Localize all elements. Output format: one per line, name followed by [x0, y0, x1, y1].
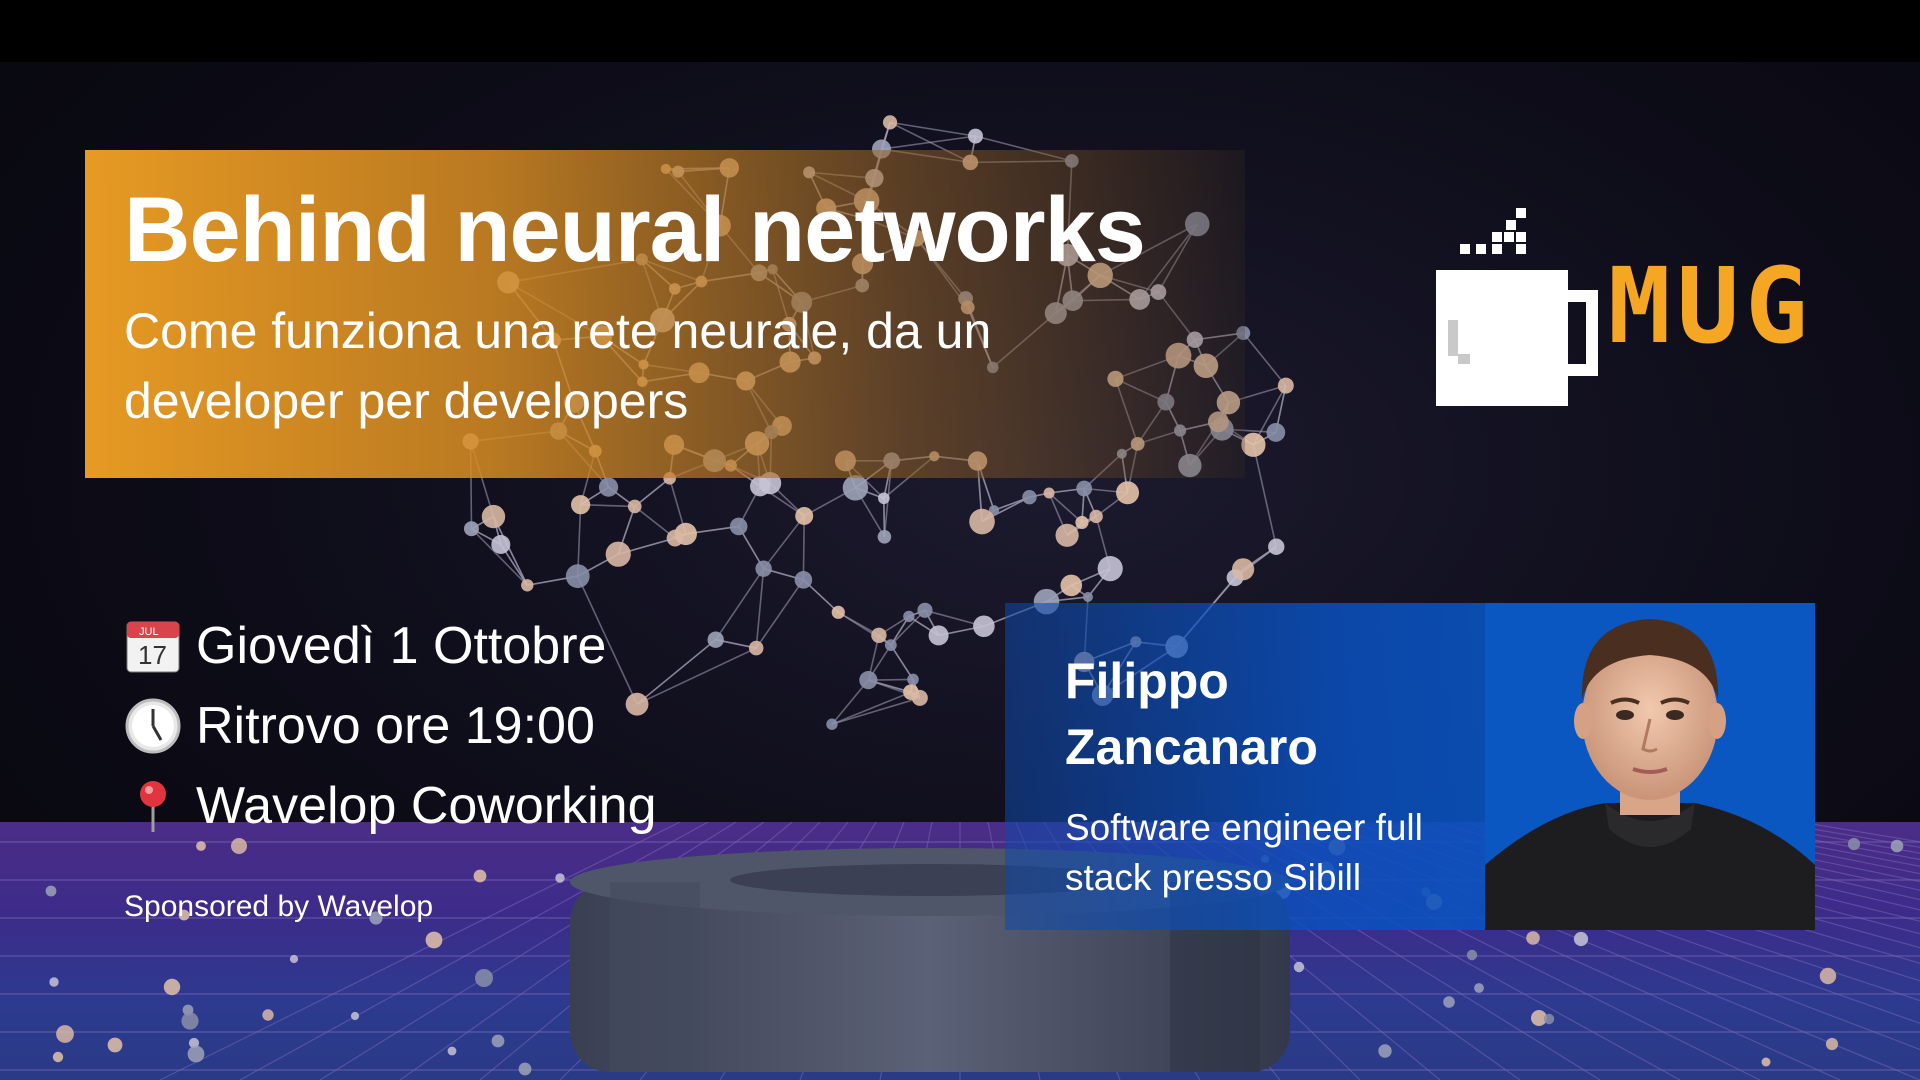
title-band [85, 150, 1245, 478]
time-row: Ritrovo ore 19:00 [124, 686, 656, 766]
top-black-bar [0, 0, 1920, 62]
event-time: Ritrovo ore 19:00 [196, 697, 595, 755]
event-info: JUL 17 Giovedì 1 Ottobre Ritrovo ore 19:… [124, 606, 656, 846]
calendar-icon: JUL 17 [124, 617, 182, 675]
event-date: Giovedì 1 Ottobre [196, 617, 607, 675]
speaker-role: Software engineer full stack presso Sibi… [1065, 807, 1423, 898]
pin-icon [124, 777, 182, 835]
speaker-photo [1485, 603, 1815, 930]
calendar-icon-day: 17 [138, 640, 167, 670]
sponsor-text: Sponsored by Wavelop [124, 890, 434, 923]
event-location: Wavelop Coworking [196, 777, 657, 835]
mug-logo-text: MUG [1608, 245, 1814, 367]
calendar-icon-month: JUL [139, 626, 159, 638]
event-title: Behind neural networks [124, 179, 1146, 281]
pixel-mug-icon [1436, 208, 1598, 406]
location-row: Wavelop Coworking [124, 766, 656, 846]
date-row: JUL 17 Giovedì 1 Ottobre [124, 606, 656, 686]
event-subtitle: Come funziona una rete neurale, da un de… [124, 303, 992, 429]
mug-logo: MUG [1430, 188, 1820, 418]
speaker-name: Filippo Zancanaro [1065, 653, 1318, 775]
clock-icon [124, 697, 182, 755]
